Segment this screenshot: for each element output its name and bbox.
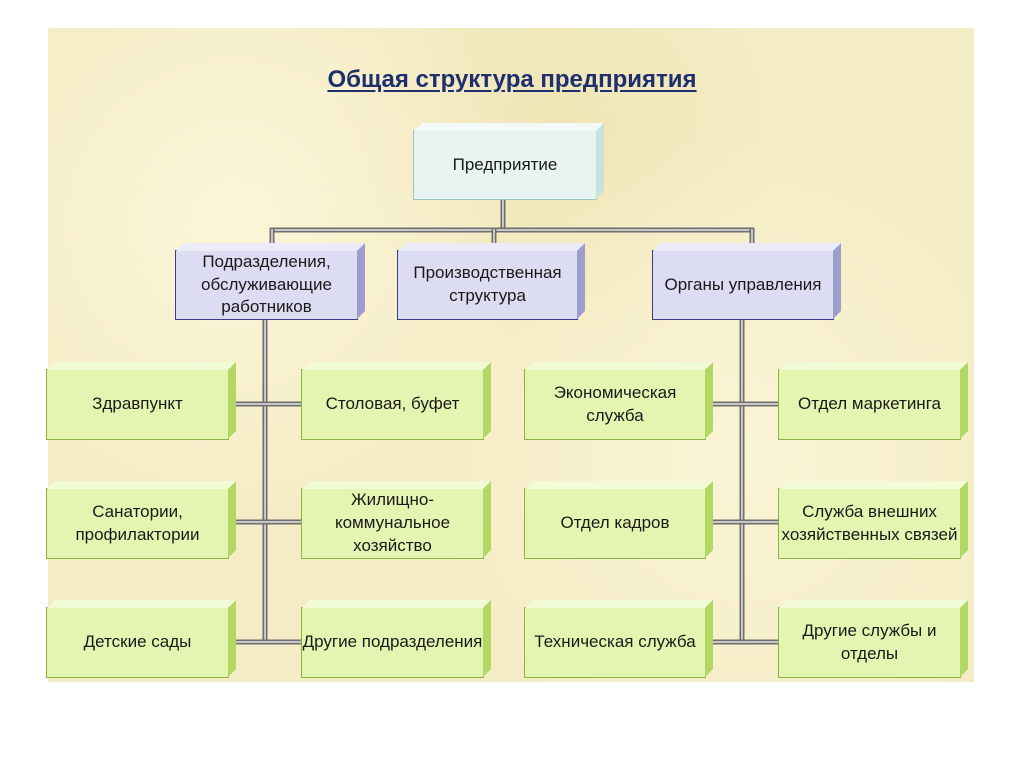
node-leaf-external-relations: Служба внешних хозяйственных связей: [778, 488, 961, 559]
node-branch-production: Производственная структура: [397, 250, 578, 320]
leaf-label: Служба внешних хозяйственных связей: [781, 501, 958, 544]
node-leaf-housing: Жилищно-коммунальное хозяйство: [301, 488, 484, 559]
node-branch-production-label: Производственная структура: [413, 263, 562, 305]
leaf-label: Отдел кадров: [560, 513, 670, 533]
leaf-label: Экономическая служба: [553, 382, 677, 425]
node-leaf-hr: Отдел кадров: [524, 488, 706, 559]
node-branch-service-label: Подразделения, обслуживающие работников: [201, 251, 332, 317]
node-leaf-marketing: Отдел маркетинга: [778, 369, 961, 440]
leaf-label: Жилищно-коммунальное хозяйство: [334, 490, 451, 555]
node-leaf-health-post: Здравпункт: [46, 369, 229, 440]
node-branch-management: Органы управления: [652, 250, 834, 320]
diagram-title: Общая структура предприятия: [327, 66, 697, 93]
node-leaf-canteen: Столовая, буфет: [301, 369, 484, 440]
leaf-label: Другие подразделения: [302, 632, 483, 652]
node-root-label: Предприятие: [452, 154, 558, 174]
node-leaf-sanatoriums: Санатории, профилактории: [46, 488, 229, 559]
node-leaf-other-departments: Другие службы и отделы: [778, 607, 961, 678]
node-branch-management-label: Органы управления: [664, 274, 822, 294]
node-leaf-economic-service: Экономическая служба: [524, 369, 706, 440]
leaf-label: Техническая служба: [534, 632, 696, 652]
leaf-label: Столовая, буфет: [325, 394, 460, 414]
node-leaf-other-units: Другие подразделения: [301, 607, 484, 678]
node-leaf-kindergartens: Детские сады: [46, 607, 229, 678]
node-root: Предприятие: [413, 130, 597, 200]
leaf-label: Детские сады: [83, 632, 192, 652]
leaf-label: Отдел маркетинга: [798, 394, 941, 414]
leaf-label: Здравпункт: [92, 394, 183, 414]
node-branch-service: Подразделения, обслуживающие работников: [175, 250, 358, 320]
leaf-label: Санатории, профилактории: [75, 501, 200, 544]
leaf-label: Другие службы и отделы: [802, 620, 937, 663]
node-leaf-technical-service: Техническая служба: [524, 607, 706, 678]
